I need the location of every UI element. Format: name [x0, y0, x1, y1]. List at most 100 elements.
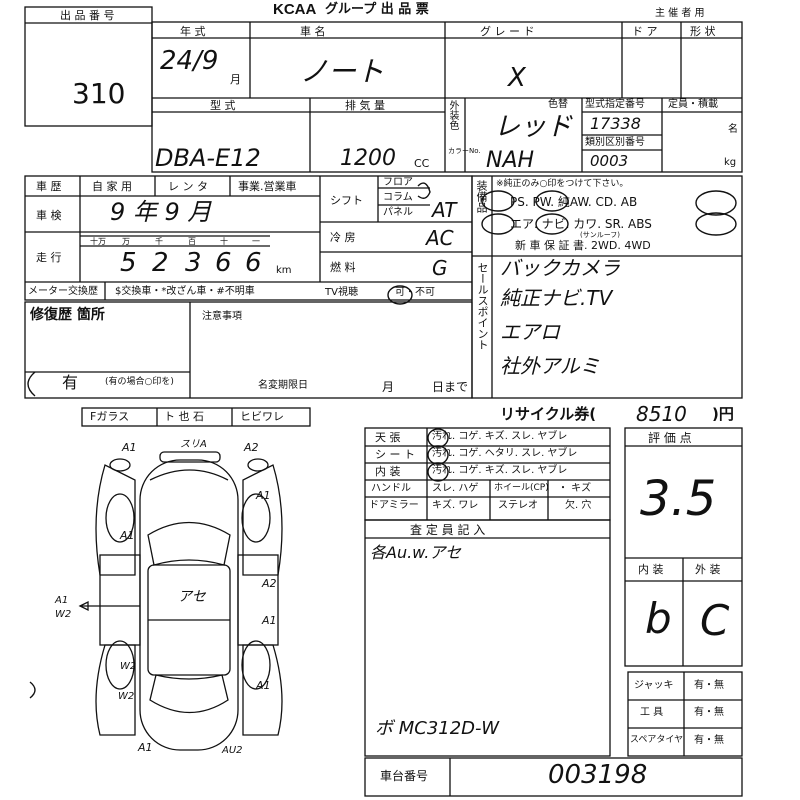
wheel-label: ホイール(CP)	[494, 483, 549, 493]
interior-label: 内 装	[638, 563, 664, 576]
repair-value: 有	[62, 373, 79, 392]
wheel-front-right	[241, 493, 271, 543]
tool-label: 工 具	[640, 707, 664, 718]
shift-label: シフト	[330, 194, 363, 207]
condition-options: 汚れ. コゲ. ヘタリ. スレ. ヤブレ	[432, 448, 578, 459]
diagram-mark: A1	[120, 529, 135, 542]
diagram-mark: A1	[262, 614, 277, 627]
glass-item: ト 也 石	[164, 410, 204, 423]
car-body	[139, 459, 239, 751]
repair-note: (有の場合○印を)	[105, 377, 174, 387]
lot-number-label: 出 品 番 号	[60, 9, 115, 22]
model-header: 型 式	[210, 99, 236, 112]
tool-label: スペアタイヤ	[630, 735, 684, 745]
chassis-label: 車台番号	[380, 769, 429, 783]
cc-unit: CC	[414, 157, 430, 170]
condition-label: 内 装	[375, 465, 401, 478]
mileage-digit: 6	[245, 248, 262, 278]
exterior-value: C	[700, 596, 730, 645]
ac-value: AC	[426, 226, 454, 250]
shift-value: AT	[432, 198, 457, 222]
tv-label: TV視聴	[325, 287, 358, 298]
sales-point-line: バックカメラ	[500, 256, 620, 280]
handle-label: ハンドル	[371, 483, 411, 494]
stereo-label: ステレオ	[498, 500, 538, 511]
shift-option-column: コラム	[383, 192, 413, 203]
meter-label: メーター交換歴	[28, 286, 98, 297]
form-title: グループ 出 品 票	[325, 2, 429, 17]
stereo-options: 欠. 穴	[565, 500, 592, 511]
diagram-mark: アセ	[178, 589, 206, 605]
ac-label: 冷 房	[330, 231, 356, 244]
wheel-rear-right	[241, 640, 271, 690]
diagram-mark: A1	[256, 489, 271, 502]
shift-option-floor: フロア	[383, 177, 413, 188]
diagram-mark: AU2	[222, 745, 243, 756]
diagram-mark: A1	[138, 741, 153, 754]
wheel-front-left	[105, 493, 135, 543]
glass-item: Fガラス	[90, 410, 130, 423]
car-name-header: 車 名	[300, 25, 326, 38]
deadline-day: 日まで	[432, 380, 469, 394]
place-header-100: 百	[188, 237, 196, 246]
history-option-private: 自 家 用	[92, 180, 132, 193]
capacity-header: 定員・積載	[668, 99, 718, 110]
color-no-label: カラーNo.	[448, 147, 481, 155]
kg-unit: kg	[724, 157, 737, 168]
inspection-label: 車 検	[36, 209, 62, 222]
place-header-10: 十	[220, 237, 228, 246]
tool-options: 有・無	[694, 680, 724, 691]
wheel-options: ・ キズ	[558, 483, 592, 494]
rear-window	[149, 674, 229, 714]
history-label: 車 歴	[36, 180, 62, 193]
year-value: 24/9	[160, 46, 219, 76]
diagram-mark: A2	[244, 441, 259, 454]
place-header-1: 一	[252, 237, 260, 246]
rating-label: 評 価 点	[648, 431, 692, 445]
mirror-options: キズ. ワレ	[432, 500, 479, 511]
model-designation-value: 17338	[590, 114, 641, 133]
mileage-digit: 6	[215, 248, 232, 278]
color-value: レッド	[494, 112, 573, 142]
mileage-digit: 2	[152, 248, 169, 278]
color-header: 色替	[548, 99, 568, 110]
mileage-label: 走 行	[36, 251, 62, 264]
equipment-note: ※純正のみ○印をつけて下さい。	[496, 179, 629, 189]
diagram-mark: A2	[262, 577, 277, 590]
car-diagram	[78, 451, 283, 751]
color-code-value: NAH	[486, 148, 535, 173]
handle-options: スレ. ハゲ	[432, 483, 479, 494]
lot-number: 310	[72, 77, 126, 110]
tool-options: 有・無	[694, 707, 724, 718]
inspector-note-2: ボ MC312D-W	[375, 718, 500, 739]
condition-options: 汚れ. コゲ. キズ. スレ. ヤブレ	[432, 431, 568, 442]
repair-label: 修復歴 箇所	[30, 307, 105, 323]
diagram-mark: W2	[120, 661, 137, 672]
mileage-digit: 3	[185, 248, 202, 278]
exterior-label: 外 装	[695, 563, 721, 576]
fuel-label: 燃 料	[330, 261, 356, 274]
month-unit: 月	[230, 73, 241, 86]
brand-logo: KCAA	[273, 1, 317, 18]
organizer-label: 主 催 者 用	[655, 8, 705, 19]
diagram-mark: スリA	[180, 439, 207, 450]
glass-item: ヒビワレ	[240, 410, 284, 423]
diagram-mark: W2	[118, 691, 135, 702]
shape-header: 形 状	[690, 25, 716, 38]
mileage-unit: km	[276, 265, 292, 276]
recycle-unit: )円	[712, 405, 734, 423]
shift-option-panel: パネル	[383, 207, 413, 218]
mileage-digit: 5	[120, 248, 137, 278]
condition-label: シ ー ト	[375, 448, 415, 461]
inspector-label: 査 定 員 記 入	[410, 523, 486, 537]
sales-point-label: セールスポイント	[476, 262, 489, 350]
category-number-value: 0003	[590, 152, 629, 170]
condition-options: 汚れ. コゲ. キズ. スレ. ヤブレ	[432, 465, 568, 476]
diagram-mark: A1 W2	[55, 595, 72, 620]
equipment-row-1: PS. PW. 純AW. CD. AB	[510, 195, 638, 209]
car-name-value: ノート	[300, 55, 385, 88]
history-option-rental: レ ン タ	[168, 180, 208, 193]
mirror-label: ドアミラー	[369, 500, 419, 511]
deadline-label: 名変期限日	[258, 380, 308, 391]
diagram-mark: A1	[256, 679, 271, 692]
